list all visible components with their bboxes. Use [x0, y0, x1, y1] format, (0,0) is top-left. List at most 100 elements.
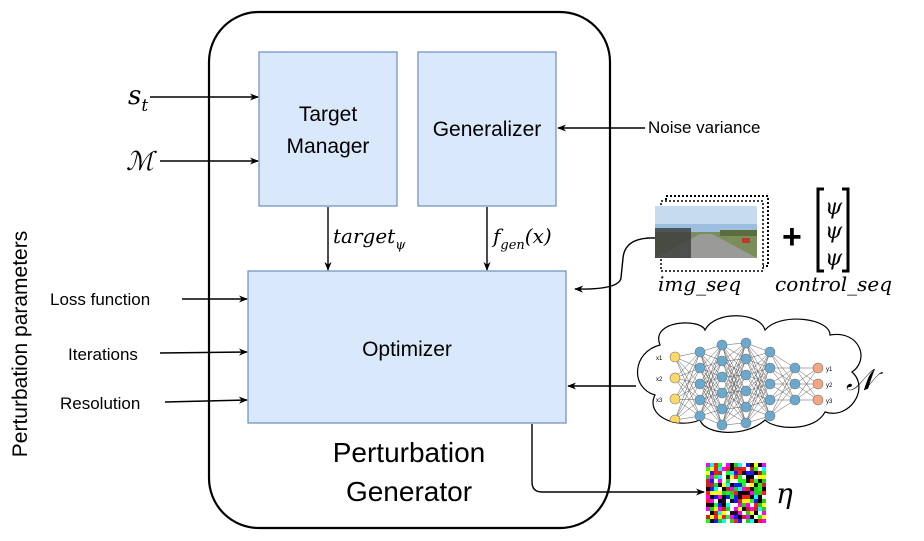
noise-pixel — [718, 491, 722, 495]
network-edge — [674, 383, 701, 421]
noise-pixel — [710, 471, 714, 475]
network-edge — [745, 351, 771, 376]
noise-pixel — [718, 503, 722, 507]
network-edge — [699, 344, 723, 417]
noise-pixel — [758, 519, 762, 523]
noise-pixel — [754, 487, 758, 491]
noise-pixel — [754, 491, 758, 495]
noise-pixel — [718, 515, 722, 519]
noise-pixel — [718, 475, 722, 479]
noise-pixel — [714, 463, 718, 467]
network-node — [740, 385, 752, 397]
noise-pixel — [710, 495, 714, 499]
noise-pixel — [758, 511, 762, 515]
noise-pixel — [710, 463, 714, 467]
noise-variance-label: Noise variance — [648, 118, 760, 137]
noise-pixel — [738, 519, 742, 523]
noise-pixel — [722, 499, 726, 503]
noise-pixel — [710, 467, 714, 471]
network-edge — [674, 367, 701, 400]
noise-pixel — [714, 471, 718, 475]
noise-pixel — [738, 499, 742, 503]
network-node — [812, 378, 824, 390]
noise-pixel — [710, 507, 714, 511]
noise-pixel — [730, 487, 734, 491]
noise-pixel — [730, 507, 734, 511]
noise-pixel — [706, 471, 710, 475]
noise-pixel — [754, 475, 758, 479]
psi-n: ψ — [825, 246, 843, 271]
noise-pixel — [726, 503, 730, 507]
noise-pixel — [710, 519, 714, 523]
noise-pixel — [746, 495, 750, 499]
noise-pixel — [742, 467, 746, 471]
generator-title-line2: Generator — [346, 476, 472, 507]
network-edge — [699, 344, 723, 385]
network-edge — [674, 377, 701, 401]
noise-pixel — [762, 495, 766, 499]
noise-pixel — [738, 503, 742, 507]
network-node — [812, 362, 824, 374]
noise-pixel — [734, 511, 738, 515]
noise-pixel — [722, 511, 726, 515]
noise-pixel — [758, 515, 762, 519]
network-edge — [699, 360, 723, 417]
noise-pixel — [710, 475, 714, 479]
noise-pixel — [722, 491, 726, 495]
loss-function-label: Loss function — [50, 290, 150, 309]
network-symbol: 𝒩 — [846, 363, 884, 398]
noise-pixel — [710, 479, 714, 483]
noise-pixel — [734, 487, 738, 491]
noise-pixel — [734, 475, 738, 479]
target-manager-label-line2: Manager — [287, 135, 370, 158]
network-edge — [745, 399, 771, 424]
noise-pixel — [726, 467, 730, 471]
psi-1: ψ — [825, 195, 843, 220]
network-edge — [674, 351, 701, 379]
network-edge — [745, 367, 771, 424]
noise-pixel — [754, 467, 758, 471]
noise-pixel — [742, 503, 746, 507]
noise-pixel — [750, 491, 754, 495]
network-edge — [699, 344, 723, 369]
noise-pixel — [754, 463, 758, 467]
noise-pixel — [738, 479, 742, 483]
noise-pixel — [718, 483, 722, 487]
noise-pixel — [742, 487, 746, 491]
noise-pixel — [750, 511, 754, 515]
noise-pixel — [746, 487, 750, 491]
noise-pixel — [726, 507, 730, 511]
network-edge — [674, 399, 701, 421]
noise-pixel — [706, 487, 710, 491]
noise-pixel — [730, 495, 734, 499]
control-sequence-label: control_seq — [775, 272, 892, 296]
noise-pixel — [750, 503, 754, 507]
network-node — [740, 369, 752, 381]
resolution-arrow — [164, 396, 248, 404]
noise-pixel — [762, 491, 766, 495]
network-node — [789, 362, 801, 374]
noise-pixel — [738, 515, 742, 519]
network-node — [740, 337, 752, 349]
noise-pixel — [754, 483, 758, 487]
network-node — [669, 372, 681, 384]
noise-pixel — [726, 519, 730, 523]
noise-pixel — [730, 503, 734, 507]
noise-pixel — [742, 511, 746, 515]
noise-pixel — [750, 483, 754, 487]
noise-pixel — [730, 511, 734, 515]
noise-pixel — [734, 491, 738, 495]
noise-pixel — [730, 519, 734, 523]
noise-pixel — [758, 479, 762, 483]
noise-pixel — [714, 519, 718, 523]
noise-pixel — [758, 491, 762, 495]
noise-pixel — [718, 463, 722, 467]
network-node — [694, 362, 706, 374]
network-edge — [699, 376, 723, 417]
noise-pixel — [706, 519, 710, 523]
noise-pixel — [754, 495, 758, 499]
noise-pixel — [706, 479, 710, 483]
network-node — [764, 394, 776, 406]
noise-pixel — [722, 487, 726, 491]
